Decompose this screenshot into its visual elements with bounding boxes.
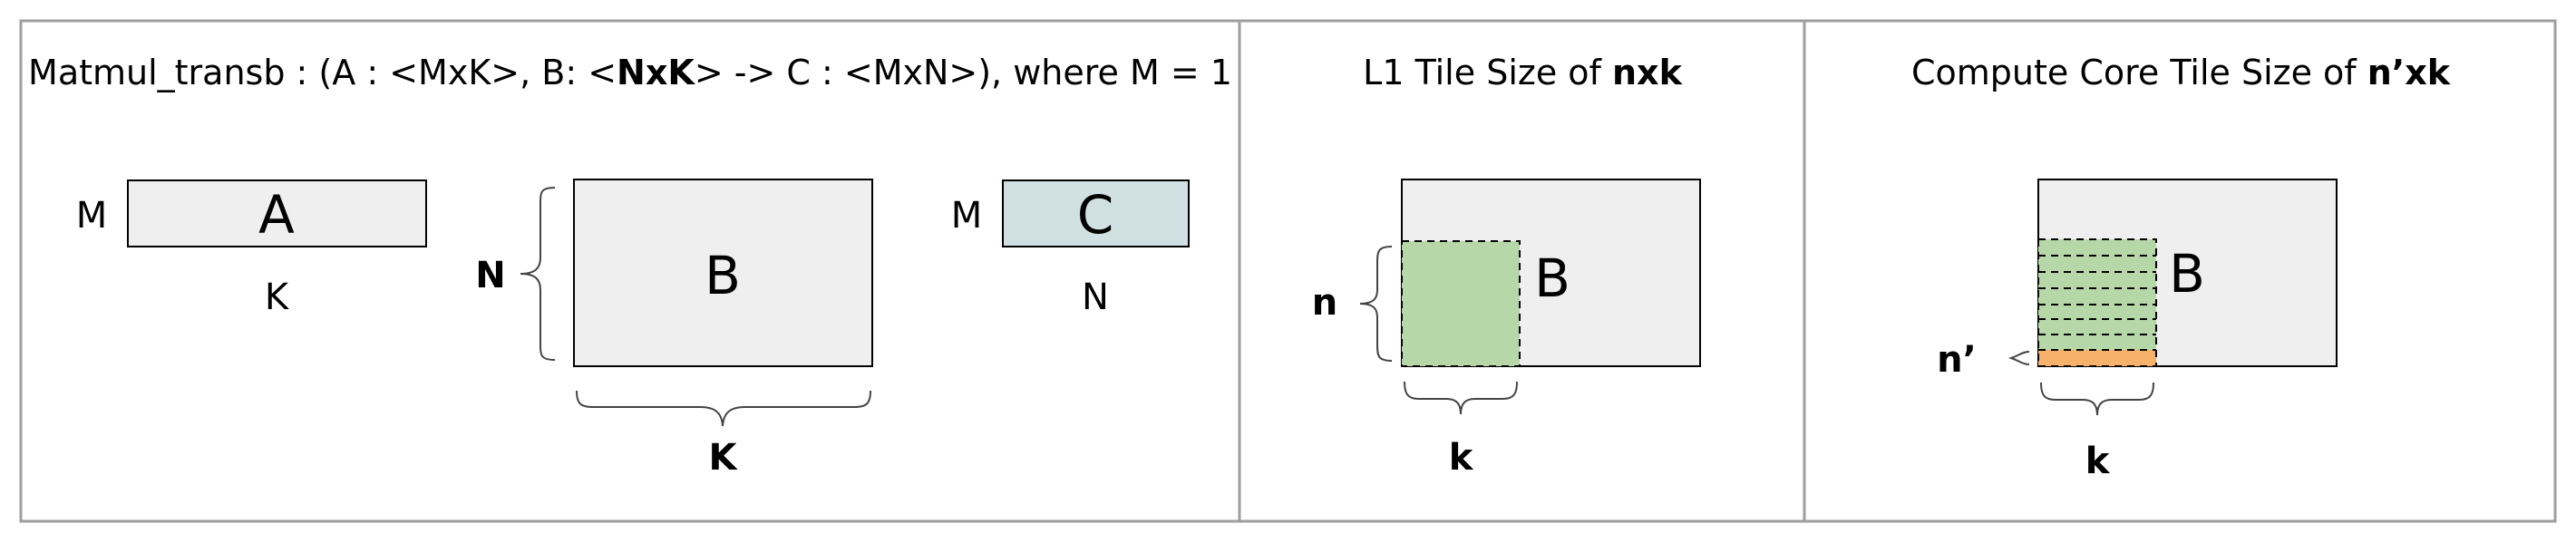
matrix-c-col-label: N (1082, 276, 1109, 318)
l1-tile-row-label: n (1312, 282, 1337, 324)
matrix-b-row-brace (520, 187, 556, 361)
matmul-title: Matmul_transb : (A : <MxK>, B: <NxK> -> … (28, 53, 1232, 92)
matrix-b-row-label: N (475, 255, 505, 296)
l1-tile-row-brace (1359, 246, 1393, 362)
matrix-a-row-label: M (76, 195, 108, 237)
core-tile-col-label: k (2085, 441, 2111, 482)
core-tile-row-label: n’ (1937, 339, 1977, 381)
core-matrix-b-name: B (2169, 243, 2205, 305)
matrix-a-col-label: K (265, 276, 290, 318)
l1-tile-panel: L1 Tile Size of nxk B n k (1312, 53, 1701, 479)
core-tile-col-brace (2040, 382, 2154, 416)
matrix-c: M C N (951, 179, 1190, 318)
core-tile-row-brace (2007, 351, 2030, 365)
core-tile-panel: Compute Core Tile Size of n’xk B n’ k (1911, 53, 2451, 482)
core-tile-subdivisions (2037, 238, 2157, 367)
core-tile-region (2038, 350, 2156, 366)
matrix-b: B N K (475, 179, 873, 479)
l1-tile-region (1401, 240, 1521, 367)
matrix-a-name: A (258, 184, 295, 246)
l1-tile-col-brace (1404, 381, 1518, 415)
matrix-b-col-label: K (709, 437, 739, 479)
matrix-c-row-label: M (951, 195, 983, 237)
l1-tile-col-label: k (1449, 437, 1474, 479)
core-l1-tile-region (2038, 239, 2156, 350)
matrix-b-col-brace (576, 390, 871, 427)
matrix-b-name: B (705, 245, 741, 306)
matmul-panel: Matmul_transb : (A : <MxK>, B: <NxK> -> … (28, 53, 1232, 479)
matrix-a: M A K (76, 179, 427, 318)
l1-tile-title: L1 Tile Size of nxk (1363, 53, 1682, 92)
outer-frame (19, 19, 2557, 523)
core-tile-title: Compute Core Tile Size of n’xk (1911, 53, 2451, 92)
matrix-c-name: C (1077, 184, 1114, 246)
l1-matrix-b-name: B (1534, 247, 1570, 309)
